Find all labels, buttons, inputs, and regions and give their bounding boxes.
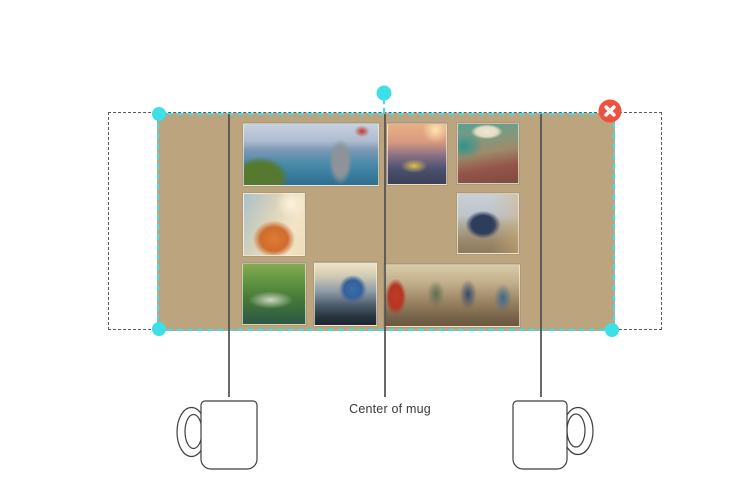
center-mug-guide-line: [384, 114, 386, 397]
photo-hat-selfie[interactable]: [457, 123, 519, 184]
photo-boat-ride[interactable]: [242, 263, 306, 325]
left-mug-outline: [176, 400, 258, 470]
resize-handle-top-left[interactable]: [152, 107, 166, 121]
photo-cliff-sitting[interactable]: [314, 262, 377, 326]
rotate-handle-stem: [383, 99, 385, 113]
photo-arms-raised[interactable]: [243, 193, 305, 256]
center-of-mug-label: Center of mug: [349, 402, 431, 416]
photo-backpacker-sitting[interactable]: [457, 193, 519, 254]
left-mug-guide-line: [228, 114, 230, 397]
close-icon: [599, 100, 622, 123]
photo-family-selfie[interactable]: [387, 123, 447, 185]
right-mug-guide-line: [540, 114, 542, 397]
rotate-handle[interactable]: [376, 85, 392, 101]
delete-button[interactable]: [598, 99, 622, 123]
right-mug-outline: [512, 400, 594, 470]
photo-coastal-viewpoint[interactable]: [243, 123, 379, 186]
resize-handle-bottom-right[interactable]: [605, 323, 619, 337]
photo-hikers-group[interactable]: [384, 264, 520, 327]
resize-handle-bottom-left[interactable]: [152, 322, 166, 336]
